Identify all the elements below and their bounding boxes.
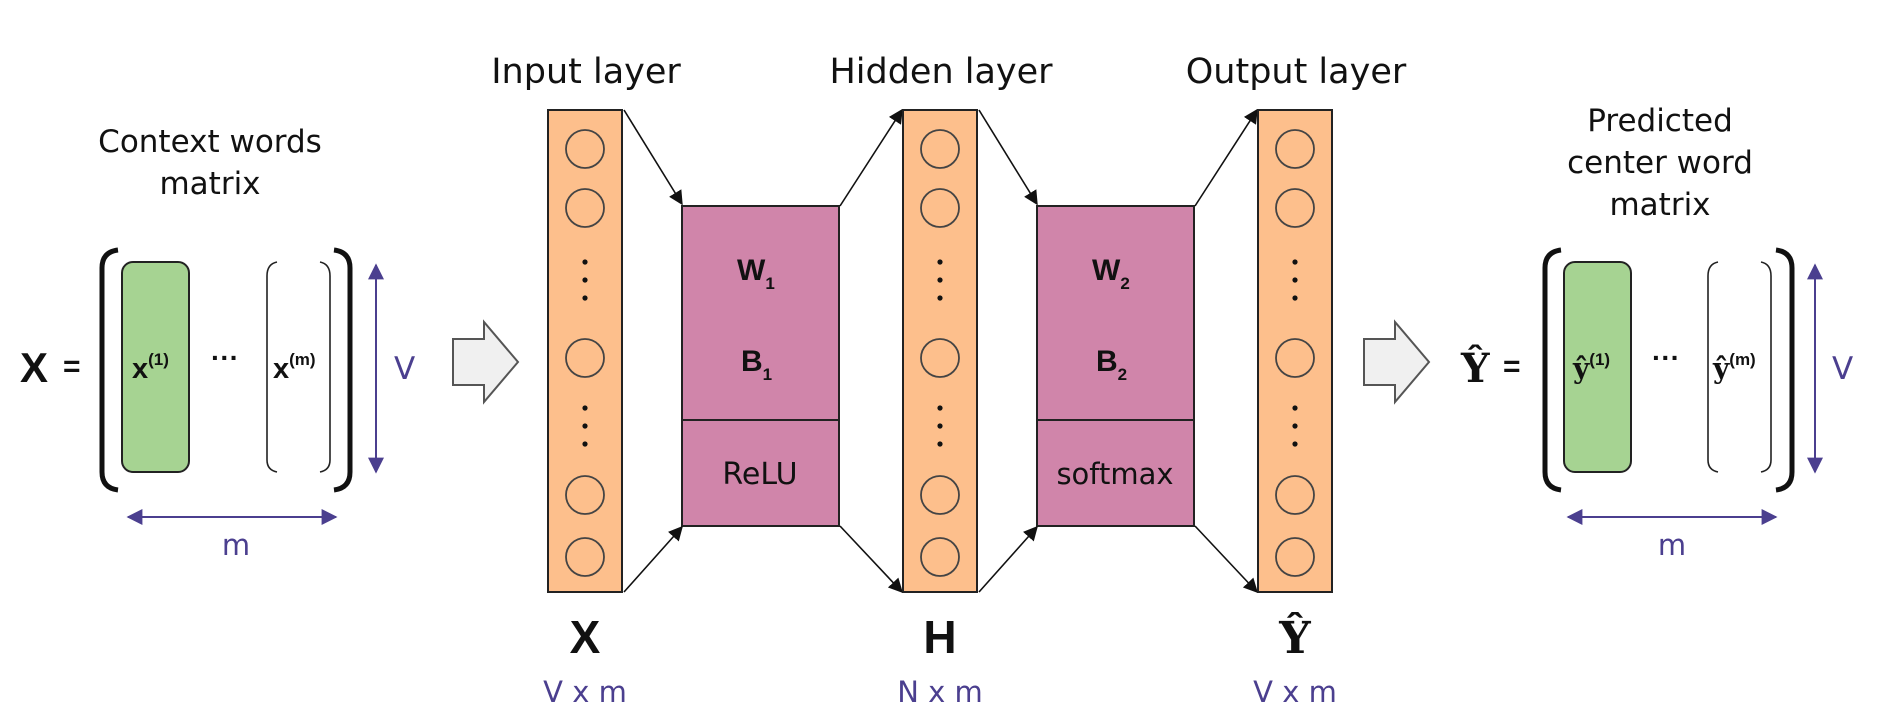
neuron-circle-icon xyxy=(920,188,960,228)
input-layer-title: Input layer xyxy=(491,52,681,92)
first-column-label: x(1) xyxy=(132,350,169,385)
hidden-vertical-ellipsis xyxy=(937,259,943,447)
weights-block-1: W1 B1 ReLU xyxy=(681,205,840,527)
input-layer-dims: V x m xyxy=(543,675,627,709)
output-neurons xyxy=(1275,129,1315,577)
neuron-circle-icon xyxy=(920,129,960,169)
neuron-circle-icon xyxy=(565,129,605,169)
block2-rect xyxy=(1036,205,1195,527)
matrix-right-bracket xyxy=(1775,247,1795,493)
neuron-circle-icon xyxy=(565,338,605,378)
last-column-right-bracket xyxy=(319,261,331,473)
hidden-layer-dims: N x m xyxy=(897,675,983,709)
cols-dimension-label: m xyxy=(1658,528,1686,562)
columns-ellipsis: ··· xyxy=(211,342,239,373)
output-layer-symbol: Ŷ xyxy=(1278,611,1311,664)
activation-softmax: softmax xyxy=(1056,457,1173,491)
neuron-circle-icon xyxy=(1275,475,1315,515)
predicted-center-word-matrix: Predicted center word matrix Ŷ = ŷ(1) ··… xyxy=(1460,103,1853,562)
hidden-layer-bar xyxy=(902,109,978,593)
neuron-circle-icon xyxy=(565,475,605,515)
neuron-circle-icon xyxy=(1275,129,1315,169)
weights-block-2: W2 B2 softmax xyxy=(1036,205,1195,527)
neuron-circle-icon xyxy=(920,537,960,577)
rows-dimension-label: V xyxy=(1832,351,1853,387)
bias-vector-2: B2 xyxy=(1096,345,1127,384)
connector-arrow xyxy=(978,525,1038,593)
connector-arrow xyxy=(839,108,903,207)
neuron-circle-icon xyxy=(1275,338,1315,378)
connector-arrow xyxy=(623,109,683,206)
predicted-matrix-title-line2: center word xyxy=(1567,145,1753,181)
first-column-label: ŷ(1) xyxy=(1572,350,1610,385)
output-vertical-ellipsis xyxy=(1292,259,1298,447)
output-layer-dims: V x m xyxy=(1253,675,1337,709)
matrix-left-bracket xyxy=(99,247,119,493)
hidden-layer-symbol: H xyxy=(923,611,956,663)
hidden-layer-title: Hidden layer xyxy=(829,52,1053,92)
matrix-right-bracket xyxy=(333,247,353,493)
first-column-vector xyxy=(1563,261,1632,473)
input-vertical-ellipsis xyxy=(582,259,588,447)
neuron-circle-icon xyxy=(920,338,960,378)
context-words-matrix: Context words matrix X = x(1) ··· x(m) V… xyxy=(20,124,415,562)
neuron-circle-icon xyxy=(565,188,605,228)
connector-arrow xyxy=(623,525,683,593)
neuron-circle-icon xyxy=(565,537,605,577)
output-layer-title: Output layer xyxy=(1186,52,1407,92)
activation-relu: ReLU xyxy=(722,457,797,492)
input-neurons xyxy=(565,129,605,577)
hidden-neurons xyxy=(920,129,960,577)
x-matrix-symbol: X xyxy=(20,344,48,391)
connector-arrow xyxy=(1194,525,1258,594)
predicted-matrix-title-line1: Predicted xyxy=(1587,103,1733,139)
connector-arrow xyxy=(978,109,1038,206)
y-hat-matrix-symbol: Ŷ xyxy=(1460,345,1490,392)
context-matrix-title-line1: Context words xyxy=(98,124,322,160)
neuron-circle-icon xyxy=(1275,188,1315,228)
input-layer-symbol: X xyxy=(570,611,601,663)
neuron-circle-icon xyxy=(920,475,960,515)
weight-matrix-1: W1 xyxy=(737,254,775,293)
connector-arrow xyxy=(1194,108,1258,207)
input-layer: Input layer X V x m xyxy=(491,52,681,709)
transition-arrow-icon xyxy=(452,319,520,405)
last-column-left-bracket xyxy=(266,261,278,473)
last-column-left-bracket xyxy=(1707,261,1719,473)
output-layer-bar xyxy=(1257,109,1333,593)
cols-dimension-label: m xyxy=(222,528,250,562)
hidden-layer: Hidden layer H N x m xyxy=(829,52,1053,709)
first-column-vector xyxy=(121,261,190,473)
block1-rect xyxy=(681,205,840,527)
equals-sign: = xyxy=(63,350,81,383)
predicted-matrix-title-line3: matrix xyxy=(1609,187,1710,223)
last-column-label: ŷ(m) xyxy=(1712,350,1756,385)
output-layer: Output layer Ŷ V x m xyxy=(1186,52,1407,709)
equals-sign: = xyxy=(1503,350,1521,383)
last-column-label: x(m) xyxy=(273,350,316,385)
weight-matrix-2: W2 xyxy=(1092,254,1130,293)
bias-vector-1: B1 xyxy=(741,345,772,384)
connector-arrow xyxy=(839,525,903,594)
context-matrix-title-line2: matrix xyxy=(159,166,260,202)
columns-ellipsis: ··· xyxy=(1652,342,1680,373)
last-column-right-bracket xyxy=(1760,261,1772,473)
matrix-left-bracket xyxy=(1542,247,1562,493)
rows-dimension-label: V xyxy=(394,351,415,387)
neuron-circle-icon xyxy=(1275,537,1315,577)
input-layer-bar xyxy=(547,109,623,593)
transition-arrow-icon xyxy=(1363,319,1431,405)
